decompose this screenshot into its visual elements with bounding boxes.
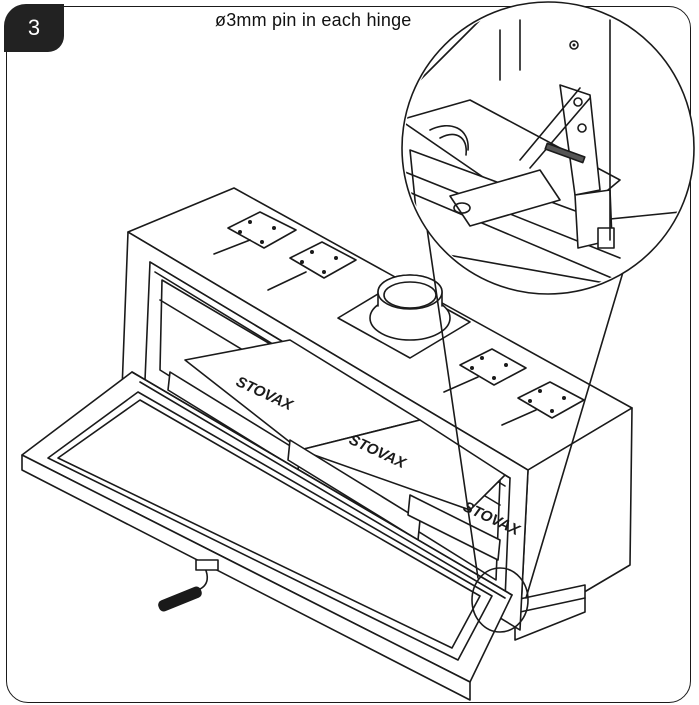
flue-collar-top [377, 274, 443, 310]
door-glass [47, 391, 493, 661]
caption-text: ø3mm pin in each hinge [215, 10, 412, 30]
hinge-highlight-circle [471, 567, 529, 633]
top-plate-4 [517, 381, 585, 419]
door-frame-thickness [21, 454, 471, 701]
door-handle-tool [158, 559, 219, 612]
top-plate-3 [459, 348, 527, 386]
magnified-hinge-inset [401, 1, 695, 295]
instruction-frame [6, 6, 691, 703]
top-plate-2 [289, 241, 357, 279]
top-plate-1 [227, 211, 297, 249]
step-number-badge: 3 [4, 4, 64, 52]
